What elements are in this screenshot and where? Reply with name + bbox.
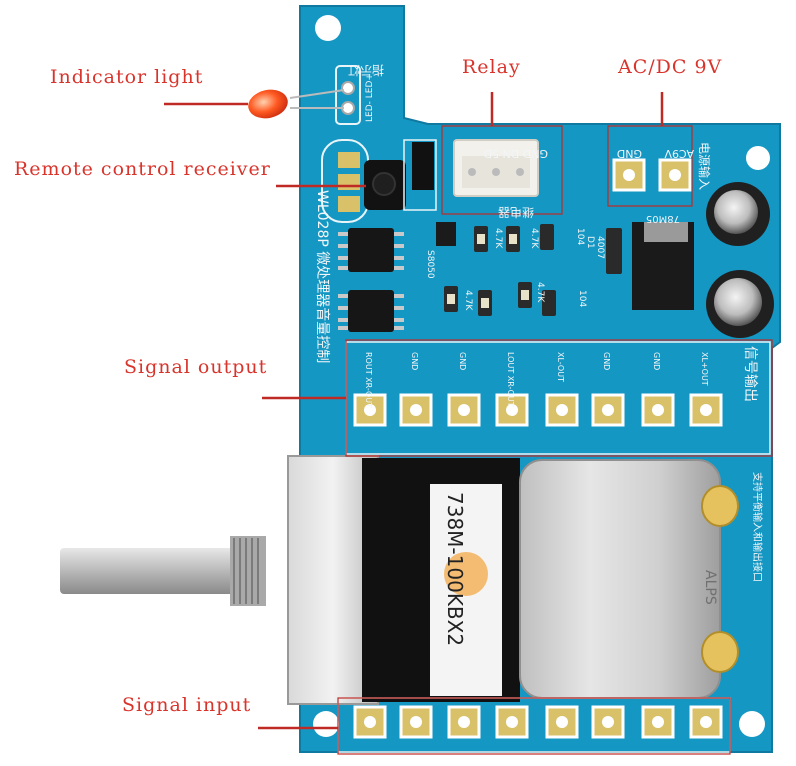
output-pin-label: XL-OUT <box>556 352 565 382</box>
ic-chip <box>348 290 394 332</box>
output-terminal-pad-hole <box>652 404 664 416</box>
callout-relay: Relay <box>462 56 521 78</box>
power-silk-label: 电源输入 <box>697 142 712 190</box>
callout-indicator-light: Indicator light <box>50 66 204 88</box>
output-pin-label: GND <box>602 352 611 370</box>
output-pin-label: ROUT XR-OUT <box>364 352 373 408</box>
output-pin-label: GND <box>458 352 467 370</box>
callout-power: AC/DC 9V <box>618 56 723 78</box>
pot-shaft <box>60 548 250 594</box>
motor <box>519 459 721 699</box>
output-terminal-pad-hole <box>556 404 568 416</box>
motor-brand: ALPS <box>702 570 718 605</box>
diode-label: 4007 <box>595 236 605 259</box>
relay-pins-label: GND DN 5D <box>484 147 548 160</box>
input-terminal-pad-hole <box>652 716 664 728</box>
callout-signal-output: Signal output <box>124 356 268 378</box>
relay-silk-label: 继电器 <box>498 205 534 219</box>
power-pin-gnd: GND <box>617 147 642 160</box>
output-terminal-pad-hole <box>602 404 614 416</box>
resistor-label: 4.7K <box>493 228 503 249</box>
transistor-label: S8050 <box>425 250 435 279</box>
board-model: WL028P 微处理器音量控制 <box>314 190 331 363</box>
output-terminal-pad-hole <box>458 404 470 416</box>
output-terminal-pad <box>353 393 387 427</box>
input-terminal-pad <box>399 705 433 739</box>
input-terminal-pad-hole <box>700 716 712 728</box>
pot-part-number: 738M-100KBX2 <box>443 492 467 646</box>
output-pin-label: LOUT XR-OUT <box>506 352 515 407</box>
mounting-hole <box>315 15 341 41</box>
output-pin-label: GND <box>410 352 419 370</box>
power-pin-ac9v: AC9V <box>664 147 694 160</box>
output-pin-label: GND <box>652 352 661 370</box>
output-terminal-pad-hole <box>506 404 518 416</box>
board-side-text: 支持平衡输入和输出接口 <box>751 472 764 582</box>
callout-remote-receiver: Remote control receiver <box>14 158 271 180</box>
mounting-hole <box>739 711 765 737</box>
input-terminal-pad-hole <box>556 716 568 728</box>
resistor-label: 4.7K <box>463 290 473 311</box>
output-terminal-pad <box>399 393 433 427</box>
led-silk-label: 指示灯 <box>348 63 384 78</box>
resistor-label: 4.7K <box>529 228 539 249</box>
diode-ref: D1 <box>585 236 595 249</box>
resistor-label: 4.7K <box>535 282 545 303</box>
input-terminal-pad-hole <box>506 716 518 728</box>
input-terminal-pad-hole <box>410 716 422 728</box>
ic-chip <box>348 228 394 272</box>
input-terminal-pad <box>495 705 529 739</box>
output-pin-label: XL+OUT <box>700 352 709 386</box>
output-silk-label: 信号输出 <box>742 346 758 402</box>
mounting-hole <box>746 146 770 170</box>
cap-label: 104 <box>575 228 585 245</box>
indicator-led <box>248 89 288 119</box>
mounting-hole <box>313 711 339 737</box>
input-terminal-pad <box>545 705 579 739</box>
regulator-label: 78M05 <box>646 213 680 224</box>
output-terminal-pad <box>545 393 579 427</box>
input-terminal-pad-hole <box>602 716 614 728</box>
cap-label: 104 <box>577 290 587 307</box>
output-terminal-pad-hole <box>410 404 422 416</box>
output-terminal-pad-hole <box>364 404 376 416</box>
led-pins-label: LED- LED+ <box>365 73 375 122</box>
output-terminal-pad-hole <box>700 404 712 416</box>
input-terminal-pad-hole <box>458 716 470 728</box>
callout-signal-input: Signal input <box>122 694 252 716</box>
input-terminal-pad-hole <box>364 716 376 728</box>
